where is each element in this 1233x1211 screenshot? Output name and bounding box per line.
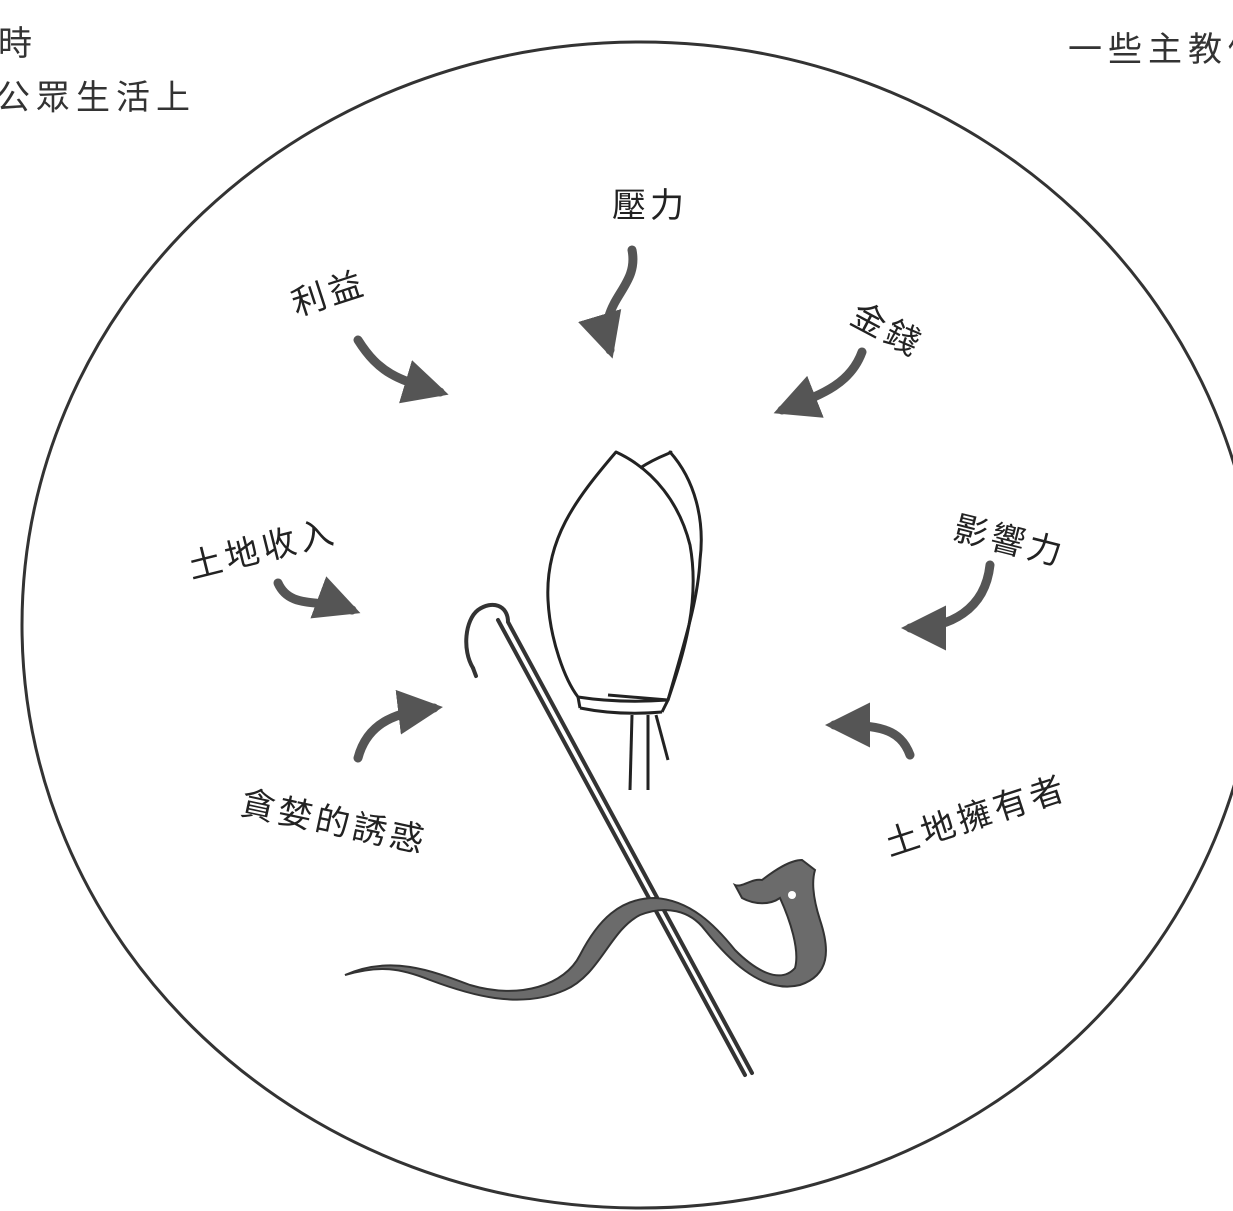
arrow-profit bbox=[358, 340, 440, 392]
crozier-drawing bbox=[466, 605, 752, 1075]
arrow-money bbox=[782, 352, 862, 410]
arrow-greed bbox=[358, 708, 434, 758]
arrow-influence bbox=[910, 565, 990, 628]
snake-drawing bbox=[345, 860, 826, 1000]
label-pressure: 壓力 bbox=[612, 178, 688, 227]
arrow-landowners bbox=[834, 725, 910, 755]
arrow-pressure bbox=[607, 250, 633, 350]
arrow-land-income bbox=[278, 583, 352, 610]
snake-eye bbox=[788, 891, 796, 899]
